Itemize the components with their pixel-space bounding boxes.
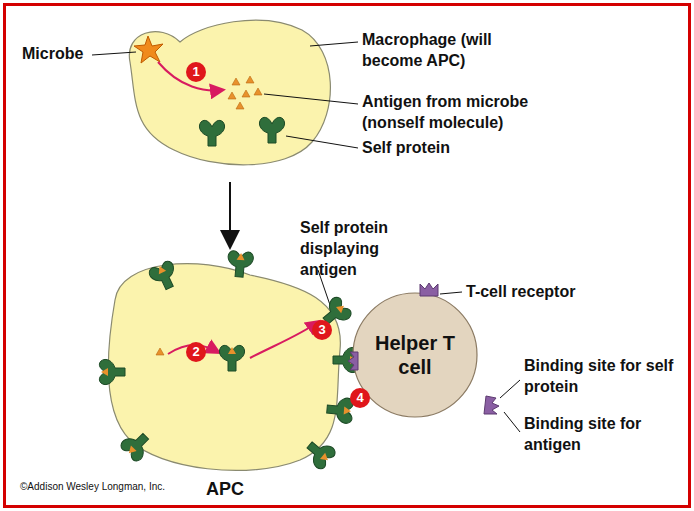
part-label: Binding site for self protein [524, 356, 674, 398]
part-label: Macrophage (will become APC) [362, 30, 522, 72]
callout-number: 2 [186, 342, 206, 362]
callout-number: 4 [350, 388, 370, 408]
apc-cell: APC [95, 250, 355, 505]
cell-label: Helper T cell [370, 331, 460, 379]
part-label: T-cell receptor [466, 282, 575, 303]
callout-number: 3 [312, 320, 332, 340]
part-label: Binding site for antigen [524, 414, 674, 456]
cell-outline [95, 250, 355, 505]
part-label: Self protein [362, 138, 450, 159]
cell-name: APC [206, 479, 244, 501]
copyright-note: ©Addison Wesley Longman, Inc. [20, 480, 165, 493]
callout-number: 1 [186, 62, 206, 82]
part-label: Antigen from microbe (nonself molecule) [362, 92, 547, 134]
part-label: Microbe [22, 44, 83, 65]
part-label: Self protein displaying antigen [300, 218, 408, 280]
